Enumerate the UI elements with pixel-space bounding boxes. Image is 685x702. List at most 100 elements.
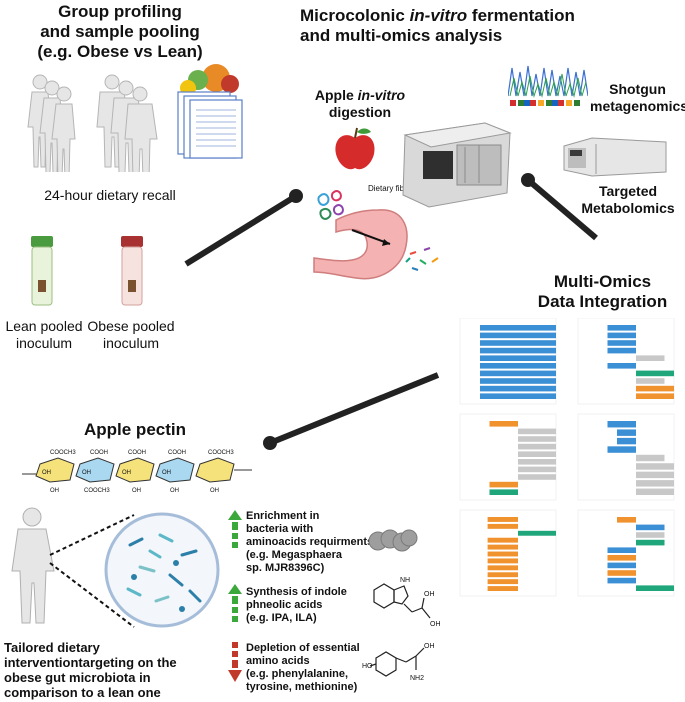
finding-3-line2: amino acids [246, 655, 310, 667]
finding-2-line1: Synthesis of indole [246, 586, 347, 598]
chart-bar [607, 547, 636, 553]
pectin-group-9: OH [122, 470, 131, 476]
enrichment-up-arrow [228, 510, 242, 548]
chart-bar [487, 572, 518, 578]
chart-bar [636, 355, 665, 361]
chart-bar [480, 347, 556, 354]
finding-2-line3: (e.g. IPA, ILA) [246, 612, 317, 624]
conclusion-text: Tailored dietary interventiontargeting o… [4, 640, 224, 700]
chart-bar [518, 451, 556, 457]
finding-enrichment: Enrichment in bacteria with aminoacids r… [246, 510, 376, 575]
lean-label: Lean pooled inoculum [0, 318, 88, 352]
chart-bar [636, 488, 674, 495]
chart-bar [607, 363, 636, 369]
digestion-label: Apple in-vitro digestion [300, 87, 420, 121]
group-profiling-title: Group profiling and sample pooling (e.g.… [0, 2, 240, 62]
chart-bar [636, 393, 674, 399]
pectin-group-12: OH [162, 470, 171, 476]
chart-bar [518, 530, 556, 536]
chart-bar [518, 459, 556, 465]
chart-bar [480, 370, 556, 377]
pectin-group-8: OH [82, 470, 91, 476]
pectin-group-6: OH [42, 470, 51, 476]
pectin-group-7: OH [50, 488, 59, 494]
chart-bar [480, 332, 556, 339]
mass-spectrometer-icon [563, 137, 667, 177]
fermentation-title: Microcolonic in-vitro fermentation and m… [300, 6, 620, 46]
digestion-italic: in-vitro [357, 87, 406, 103]
pectin-group-5: COOCH3 [208, 450, 234, 456]
chart-bar [607, 332, 636, 339]
finding-depletion: Depletion of essential amino acids (e.g.… [246, 642, 366, 694]
lean-label-line1: Lean pooled [5, 318, 83, 334]
obese-label: Obese pooled inoculum [86, 318, 176, 352]
chart-bar [636, 480, 674, 487]
people-figures [27, 74, 158, 172]
chart-bar [518, 428, 556, 435]
chart-bar [636, 524, 665, 531]
chart-bar [487, 565, 518, 571]
integration-line2: Data Integration [537, 292, 668, 311]
connector-integration [526, 177, 598, 241]
chart-bar [636, 454, 665, 462]
chart-bar [487, 537, 518, 543]
chart-bar [607, 421, 636, 428]
food-recall-icon [177, 64, 243, 159]
finding-1-line1: Enrichment in [246, 510, 320, 522]
chart-bar [489, 481, 518, 488]
connector-profiling-dot [289, 189, 303, 203]
shotgun-line2: metagenomics [590, 98, 685, 114]
targeted-label: Targeted Metabolomics [578, 183, 678, 217]
chart-bar [487, 517, 518, 522]
chart-bar [607, 347, 636, 354]
synthesis-up-arrow [228, 584, 242, 622]
chart-bar [607, 325, 636, 331]
chart-bar [480, 363, 556, 369]
digestion-line1: Apple in-vitro [300, 87, 420, 104]
finding-3-line1: Depletion of essential [246, 642, 360, 654]
title-italic: in-vitro [409, 6, 468, 25]
pectin-group-2: COOH [90, 450, 108, 456]
person-microbiota-icon [11, 507, 220, 628]
chart-bar [480, 378, 556, 384]
multiomics-charts [459, 318, 675, 597]
chart-bar [487, 551, 518, 557]
group-title-line2: and sample pooling [40, 22, 200, 41]
finding-1-line4: (e.g. Megasphaera [246, 549, 342, 561]
pectin-group-3: COOH [128, 450, 146, 456]
chart-bar [480, 355, 556, 361]
chart-bar [607, 340, 636, 346]
stomach-icon [313, 190, 439, 280]
chart-bar [607, 562, 636, 569]
pectin-group-13: OH [170, 488, 179, 494]
targeted-line1: Targeted [598, 183, 658, 199]
chart-bar [518, 443, 556, 450]
finding-3-line4: tyrosine, methionine) [246, 681, 358, 693]
chart-bar [489, 489, 518, 495]
lean-tube-icon [31, 236, 53, 306]
chart-bar [636, 463, 674, 470]
finding-1-line3: aminoacids requirments [246, 536, 374, 548]
chart-bar [636, 585, 674, 591]
depletion-down-arrow [228, 642, 242, 682]
digestion-line2: digestion [328, 104, 392, 120]
pectin-group-1: COOCH3 [50, 450, 76, 456]
chart-bar [636, 532, 665, 538]
tyrosine-nh2: NH2 [410, 675, 424, 682]
fermentation-title-line2: and multi-omics analysis [300, 26, 503, 45]
connector-integration-dot [521, 173, 535, 187]
recall-label: 24-hour dietary recall [44, 187, 176, 203]
indole-molecule-icon: NH OH OH [373, 577, 441, 628]
connector-pectin [268, 372, 440, 446]
connector-pectin-dot [263, 436, 277, 450]
pectin-title: Apple pectin [83, 420, 186, 439]
targeted-line2: Metabolomics [581, 200, 675, 216]
chart-bar [487, 558, 518, 564]
chart-bar [617, 429, 636, 436]
chart-bar [480, 393, 556, 399]
finding-2-line2: phneolic acids [246, 599, 323, 611]
finding-1-line2: bacteria with [246, 523, 314, 535]
dietary-fiber-label: Dietary fiber [368, 184, 412, 193]
indole-nh: NH [400, 577, 410, 584]
chart-bar [480, 385, 556, 392]
